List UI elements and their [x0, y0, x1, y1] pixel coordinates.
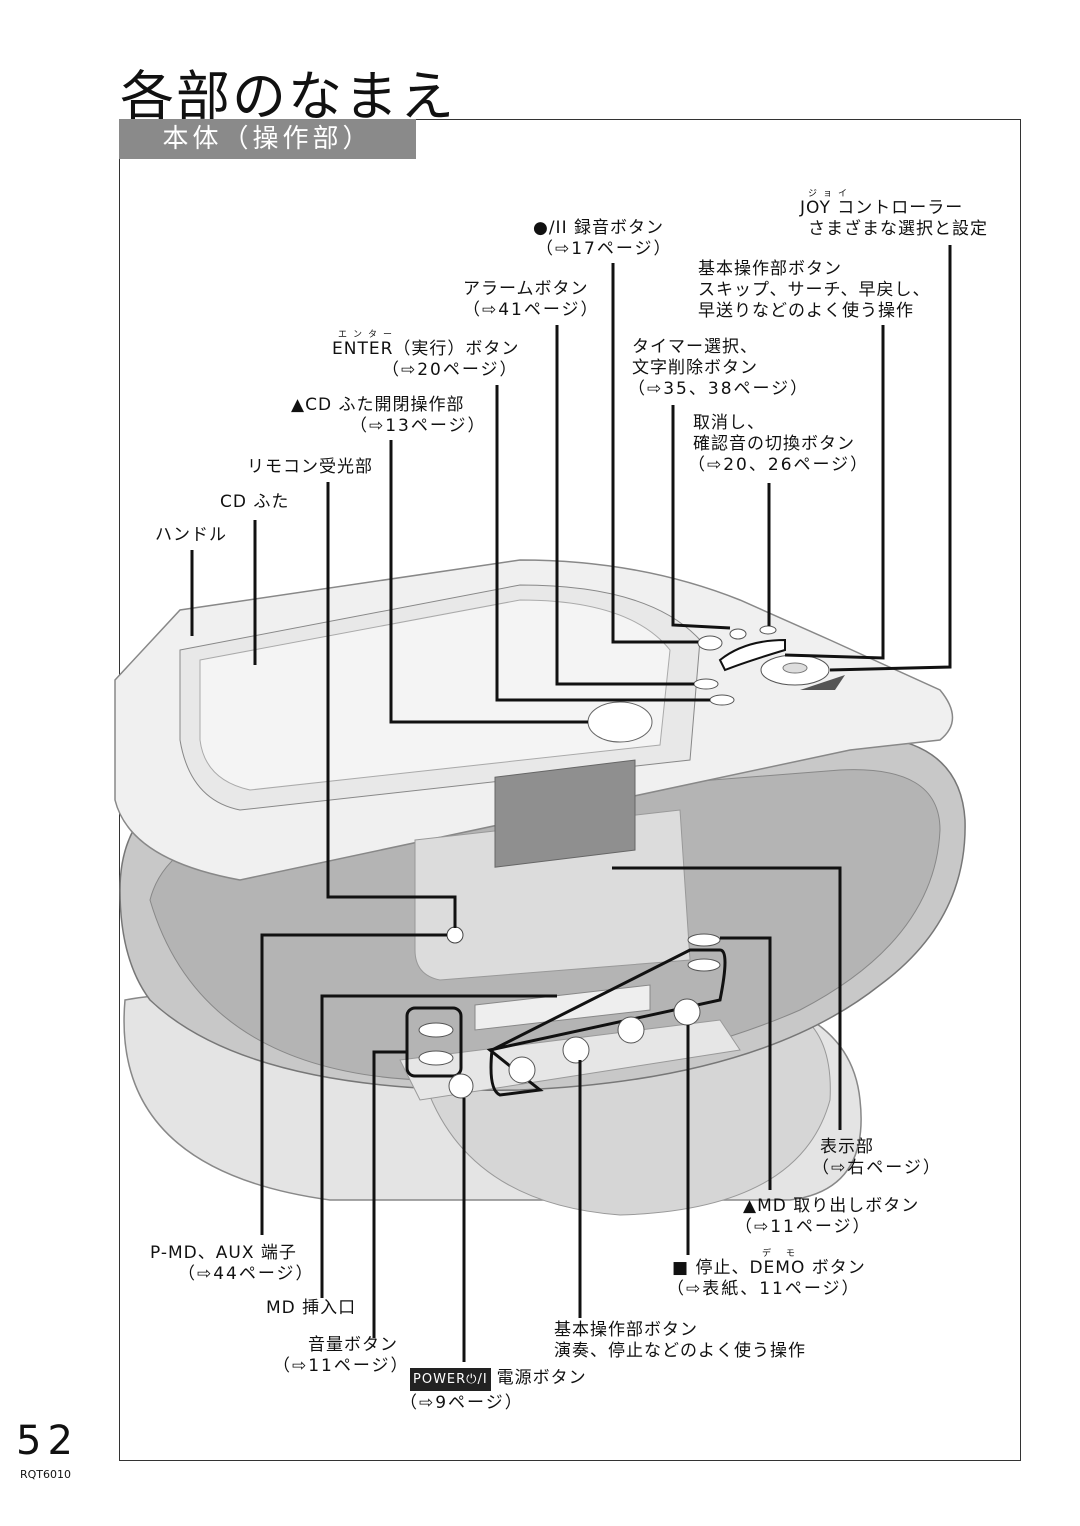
cd-lid-open-label: ▲CD ふた開閉操作部 — [291, 395, 465, 415]
basic-top-desc2: 早送りなどのよく使う操作 — [698, 301, 914, 321]
rec-button-shape — [709, 694, 735, 706]
stop-demo-ref: （⇨表紙、11ページ） — [667, 1279, 861, 1299]
cd-lid-label: CD ふた — [220, 492, 290, 512]
enter-ruby: エンター — [338, 330, 399, 340]
joy-controller-desc: さまざまな選択と設定 — [808, 219, 988, 239]
alarm-button-ref: （⇨41ページ） — [463, 300, 600, 320]
md-slot-label: MD 挿入口 — [266, 1298, 357, 1318]
volume-ref: （⇨11ページ） — [273, 1356, 410, 1376]
md-slot-shape — [474, 984, 651, 1031]
basic-bottom-desc: 演奏、停止などのよく使う操作 — [554, 1341, 806, 1361]
cancel-button-label2: 確認音の切換ボタン — [693, 434, 855, 454]
small-button-shape — [729, 628, 747, 640]
leader-lines — [190, 245, 952, 1362]
page-number: 52 — [16, 1418, 79, 1464]
display-ref: （⇨右ページ） — [812, 1158, 942, 1178]
pmd-aux-label: P-MD、AUX 端子 — [150, 1243, 297, 1263]
power-label-text: 電源ボタン — [496, 1368, 587, 1388]
power-ref: （⇨9ページ） — [400, 1393, 524, 1413]
timer-button-label1: タイマー選択、 — [632, 337, 758, 357]
rec-button-ref: （⇨17ページ） — [536, 239, 673, 259]
cancel-button-ref: （⇨20、26ページ） — [688, 455, 870, 475]
doc-code: RQT6010 — [20, 1468, 72, 1481]
alarm-button-label: アラームボタン — [463, 279, 589, 299]
rec-button-label: ●/II 録音ボタン — [533, 218, 664, 238]
basic-top-desc1: スキップ、サーチ、早戻し、 — [698, 280, 931, 300]
section-tab: 本体（操作部） — [119, 119, 416, 159]
display-window — [494, 759, 636, 868]
timer-button-label2: 文字削除ボタン — [632, 358, 758, 378]
stop-demo-label: ■ 停止、DEMO ボタン — [672, 1258, 866, 1278]
basic-top-buttons-shape — [718, 638, 786, 672]
alarm-button-shape — [693, 678, 719, 690]
handle-label: ハンドル — [155, 525, 227, 545]
enter-button-ref: （⇨20ページ） — [382, 360, 519, 380]
stop-demo-ruby: デ モ — [762, 1249, 801, 1259]
timer-button-shape — [697, 635, 723, 651]
cancel-button-label1: 取消し、 — [693, 413, 765, 433]
aux-jack-shape — [446, 926, 464, 944]
pmd-aux-ref: （⇨44ページ） — [178, 1264, 315, 1284]
volume-label: 音量ボタン — [308, 1335, 398, 1355]
joy-ruby: ジョイ — [808, 189, 854, 199]
basic-top-label: 基本操作部ボタン — [698, 259, 842, 279]
page-title: 各部のなまえ — [120, 65, 456, 128]
display-label: 表示部 — [820, 1137, 874, 1157]
cancel-button-shape — [759, 625, 777, 635]
remote-sensor-label: リモコン受光部 — [247, 457, 373, 477]
power-badge: POWER⏻/I — [410, 1368, 491, 1391]
md-eject-label: ▲MD 取り出しボタン — [743, 1196, 920, 1216]
timer-button-ref: （⇨35、38ページ） — [628, 379, 810, 399]
md-eject-shape — [687, 933, 721, 947]
power-button-shape — [448, 1073, 474, 1099]
display-housing — [414, 809, 691, 981]
enter-button-shape — [587, 701, 653, 743]
basic-bottom-label: 基本操作部ボタン — [554, 1320, 698, 1340]
cd-lid-open-ref: （⇨13ページ） — [350, 416, 487, 436]
enter-button-label: ENTER（実行）ボタン — [332, 339, 520, 359]
md-eject-ref: （⇨11ページ） — [735, 1217, 872, 1237]
cd-lid-inner — [199, 599, 671, 791]
volume-group-shape — [405, 1006, 463, 1078]
basic-bottom-group-shape — [486, 948, 727, 1097]
joy-controller-label: JOY コントローラー — [800, 198, 964, 218]
